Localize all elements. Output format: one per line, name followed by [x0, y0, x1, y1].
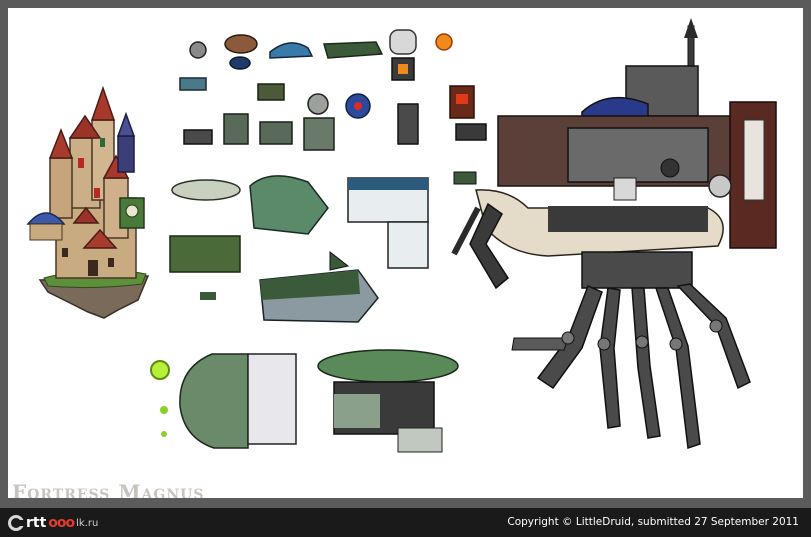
clawed-war-machine [451, 18, 777, 450]
copyright-text: Copyright © LittleDruid, submitted 27 Se… [507, 516, 799, 528]
medium-ships [169, 171, 477, 323]
artwork-title: Fortress Magnus [12, 480, 205, 498]
small-units [179, 29, 487, 151]
site-logo[interactable]: rtt ooo lk.ru [8, 514, 98, 532]
logo-suffix: lk.ru [76, 517, 99, 529]
logo-dots: ooo [48, 515, 75, 531]
logo-text: rtt [26, 515, 47, 531]
floating-castle [26, 85, 150, 319]
site-footer: rtt ooo lk.ru Copyright © LittleDruid, s… [0, 508, 811, 537]
artwork-canvas: Fortress Magnus [8, 8, 803, 498]
lower-ships [150, 349, 459, 453]
logo-ring-icon [8, 515, 24, 531]
sprite-sheet [26, 18, 777, 453]
